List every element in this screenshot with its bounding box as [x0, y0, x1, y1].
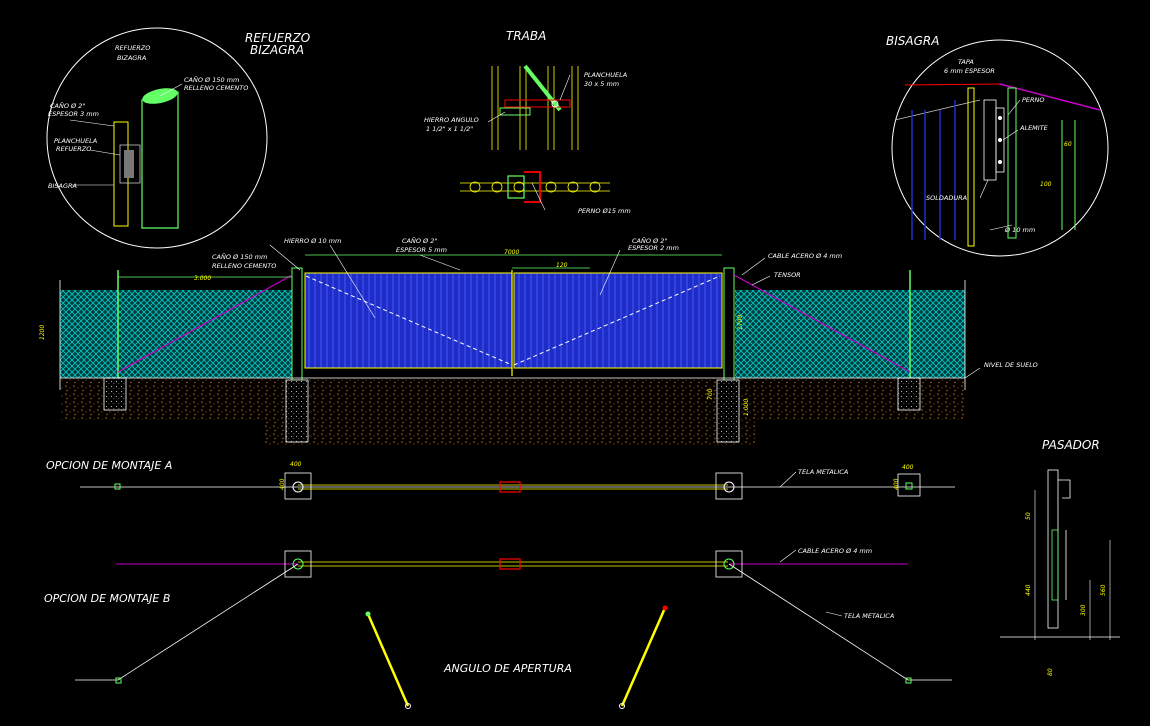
dim-1700: 1700: [737, 315, 744, 330]
label-planchuela: PLANCHUELA: [54, 137, 97, 145]
dim-400-d: 400: [893, 478, 900, 490]
title-opcion-b: OPCION DE MONTAJE B: [44, 592, 170, 605]
label-tensor: TENSOR: [774, 271, 801, 279]
label-cano2: CAÑO Ø 2": [50, 101, 85, 110]
label-relleno: RELLENO CEMENTO: [184, 84, 248, 92]
opening-angle: ANGULO DE APERTURA: [365, 605, 668, 709]
label-espesor5: ESPESOR 5 mm: [396, 246, 447, 254]
label-hierro10: HIERRO Ø 10 mm: [284, 237, 341, 245]
label-bisagra-small: BISAGRA: [48, 182, 77, 190]
label-traba-30x5: 30 x 5 mm: [584, 80, 619, 88]
dim-120: 120: [556, 262, 568, 269]
fence-elevation: CAÑO Ø 150 mm RELLENO CEMENTO HIERRO Ø 1…: [39, 236, 1038, 446]
title-refuerzo: REFUERZO: [245, 31, 310, 45]
dim-pasador-440: 440: [1025, 584, 1032, 596]
title-angulo: ANGULO DE APERTURA: [443, 662, 572, 675]
label-tapa-espesor: 6 mm ESPESOR: [944, 67, 995, 75]
plan-option-b: OPCION DE MONTAJE B CABLE ACERO Ø 4 mm T…: [44, 547, 952, 684]
label-elev-cano150: CAÑO Ø 150 mm: [212, 252, 267, 261]
label-cable-b: CABLE ACERO Ø 4 mm: [798, 547, 872, 555]
title-opcion-a: OPCION DE MONTAJE A: [46, 459, 172, 472]
label-tela-a: TELA METALICA: [798, 468, 848, 476]
label-cable-elev: CABLE ACERO Ø 4 mm: [768, 252, 842, 260]
dim-400-a: 400: [290, 461, 302, 468]
label-angulo-size: 1 1/2" x 1 1/2": [426, 125, 473, 133]
dim-3000: 3.000: [194, 275, 211, 282]
label-perno: PERNO: [1022, 96, 1045, 104]
label-cano150: CAÑO Ø 150 mm: [184, 75, 239, 84]
detail-bisagra: BISAGRA TAPA 6 mm ESPESOR PERNO ALEMITE …: [886, 34, 1109, 257]
dim-400-c: 400: [902, 464, 914, 471]
dim-1000: 1.000: [743, 399, 750, 416]
label-tapa: TAPA: [958, 58, 974, 66]
label-elev-relleno: RELLENO CEMENTO: [212, 262, 276, 270]
label-hierro-angulo: HIERRO ANGULO: [424, 116, 479, 124]
dim-700: 700: [707, 388, 714, 400]
label-diam10: Ø 10 mm: [1004, 226, 1035, 234]
dim-1200: 1200: [39, 325, 46, 340]
label-espesor3: ESPESOR 3 mm: [48, 110, 99, 118]
title-traba: TRABA: [506, 29, 546, 43]
dim-7000: 7000: [504, 249, 519, 256]
label-cano2-5: CAÑO Ø 2": [402, 236, 437, 245]
label-soldadura: SOLDADURA: [926, 194, 967, 202]
label-alemite: ALEMITE: [1019, 124, 1049, 132]
label-traba-planchuela: PLANCHUELA: [584, 71, 627, 79]
dim-400-b: 400: [279, 478, 286, 490]
label-bizagra-small: BIZAGRA: [117, 54, 146, 62]
label-nivel: NIVEL DE SUELO: [984, 361, 1038, 369]
label-espesor2: ESPESOR 2 mm: [628, 244, 679, 252]
label-refuerzo-small: REFUERZO: [115, 44, 150, 52]
detail-traba: TRABA PLANCHUELA 30 x 5 mm HIERRO ANGULO…: [424, 29, 631, 215]
title-bisagra: BISAGRA: [886, 34, 939, 48]
dim-pasador-50: 50: [1025, 512, 1032, 520]
label-cano2-2: CAÑO Ø 2": [632, 236, 667, 245]
detail-pasador: PASADOR 50 440 560 300 80: [1000, 438, 1120, 676]
title-pasador: PASADOR: [1042, 438, 1100, 452]
dim-60: 60: [1064, 141, 1072, 148]
detail-refuerzo-bizagra: REFUERZO BIZAGRA REFUERZO BIZAGRA CAÑO Ø…: [46, 27, 310, 249]
label-refuerzo-pl: REFUERZO: [56, 145, 91, 153]
dim-pasador-300: 300: [1080, 604, 1087, 616]
label-tela-b: TELA METALICA: [844, 612, 894, 620]
dim-pasador-80: 80: [1047, 668, 1054, 676]
label-perno15: PERNO Ø15 mm: [578, 207, 631, 215]
title-bizagra: BIZAGRA: [250, 43, 304, 57]
plan-option-a: OPCION DE MONTAJE A 400 400 400 400 TELA…: [46, 459, 955, 500]
dim-100: 100: [1040, 181, 1052, 188]
dim-pasador-560: 560: [1100, 584, 1107, 596]
